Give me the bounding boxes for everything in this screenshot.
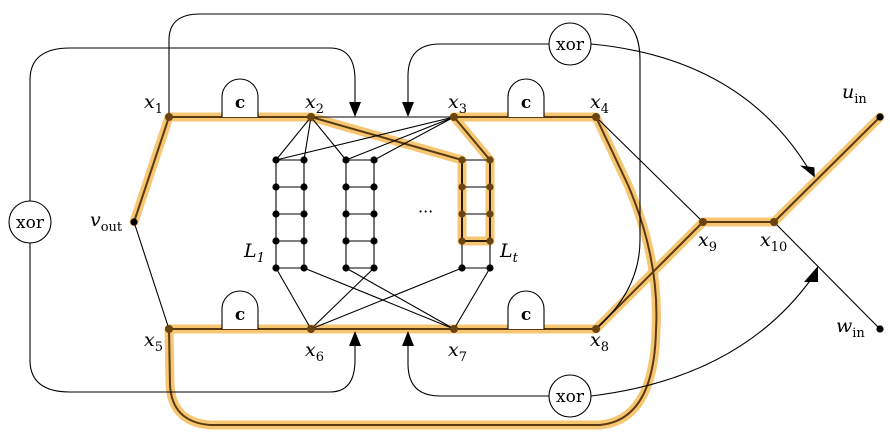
wire-x1-x8-arc	[168, 13, 641, 330]
label-x8: x8	[590, 329, 609, 355]
node-x7	[450, 325, 458, 333]
label-x10: x10	[760, 229, 787, 255]
main-nodes	[130, 113, 884, 333]
label-win: win	[836, 315, 865, 341]
node-vout	[130, 218, 138, 226]
node-x2	[307, 113, 315, 121]
wire-x10-win	[773, 221, 881, 330]
c-box-bottom-right: c	[507, 290, 545, 329]
label-x9: x9	[698, 229, 717, 255]
path-core	[133, 116, 881, 426]
node-x8	[592, 325, 600, 333]
c-box-bottom-left: c	[221, 290, 259, 329]
xor-label: xor	[556, 387, 585, 407]
arrow-uin	[799, 165, 815, 178]
c-label: c	[521, 93, 531, 113]
ladder-nodes	[272, 156, 494, 272]
wire-xortop-right	[590, 43, 809, 169]
wire-x4-x9	[595, 116, 704, 223]
label-x2: x2	[305, 91, 324, 117]
wire-xorleft-bottom	[29, 238, 356, 393]
c-label: c	[521, 305, 531, 325]
node-x3	[450, 113, 458, 121]
label-uin: uin	[842, 81, 867, 107]
xor-label: xor	[16, 213, 45, 233]
label-x5: x5	[144, 329, 163, 355]
xor-gate-left: xor	[8, 200, 52, 244]
wire-vout-x5	[133, 221, 170, 330]
xor-gate-bottom: xor	[548, 374, 592, 418]
c-box-top-left: c	[221, 78, 259, 117]
arrow-top-1	[349, 102, 361, 117]
label-vout: vout	[90, 209, 123, 235]
arrow-win	[804, 266, 818, 282]
arrow-bottom-2	[402, 331, 414, 346]
wire-xortop-left	[407, 43, 549, 107]
arrow-bottom-1	[349, 331, 361, 346]
label-l1: L1	[243, 240, 265, 266]
ladder-2	[345, 159, 375, 269]
hl-lt-ladder	[457, 155, 495, 246]
c-box-top-right: c	[507, 78, 545, 117]
highlight-path	[129, 112, 885, 430]
xor-gate-top: xor	[548, 22, 592, 66]
wire-xorleft-top	[29, 47, 356, 206]
label-lt: Lt	[499, 240, 519, 266]
arrow-top-2	[402, 102, 414, 117]
wire-xorbottom-right	[590, 277, 813, 397]
node-x1	[165, 113, 173, 121]
node-uin	[876, 113, 884, 121]
node-x4	[592, 113, 600, 121]
label-x3: x3	[448, 91, 467, 117]
hl-x4-loop-x5	[164, 112, 661, 430]
label-x6: x6	[305, 339, 324, 365]
arrowheads	[349, 102, 818, 346]
c-label: c	[235, 93, 245, 113]
node-x6	[307, 325, 315, 333]
c-label: c	[235, 305, 245, 325]
label-x4: x4	[590, 91, 609, 117]
node-x10	[770, 218, 778, 226]
node-win	[876, 325, 884, 333]
c-boxes: c c c c	[221, 78, 545, 329]
ladder-l1	[275, 159, 305, 269]
ladder-ellipsis: ···	[418, 202, 433, 221]
label-x7: x7	[448, 339, 467, 365]
node-labels: x1 x2 x3 x4 x5 x6 x7 x8 x9 x10 vout uin …	[90, 81, 867, 365]
node-x5	[165, 325, 173, 333]
wires	[29, 13, 881, 397]
xor-gates: xor xor xor	[8, 22, 592, 418]
label-x1: x1	[144, 91, 163, 117]
wire-xorbottom-left	[407, 340, 549, 397]
xor-label: xor	[556, 35, 585, 55]
node-x9	[699, 218, 707, 226]
